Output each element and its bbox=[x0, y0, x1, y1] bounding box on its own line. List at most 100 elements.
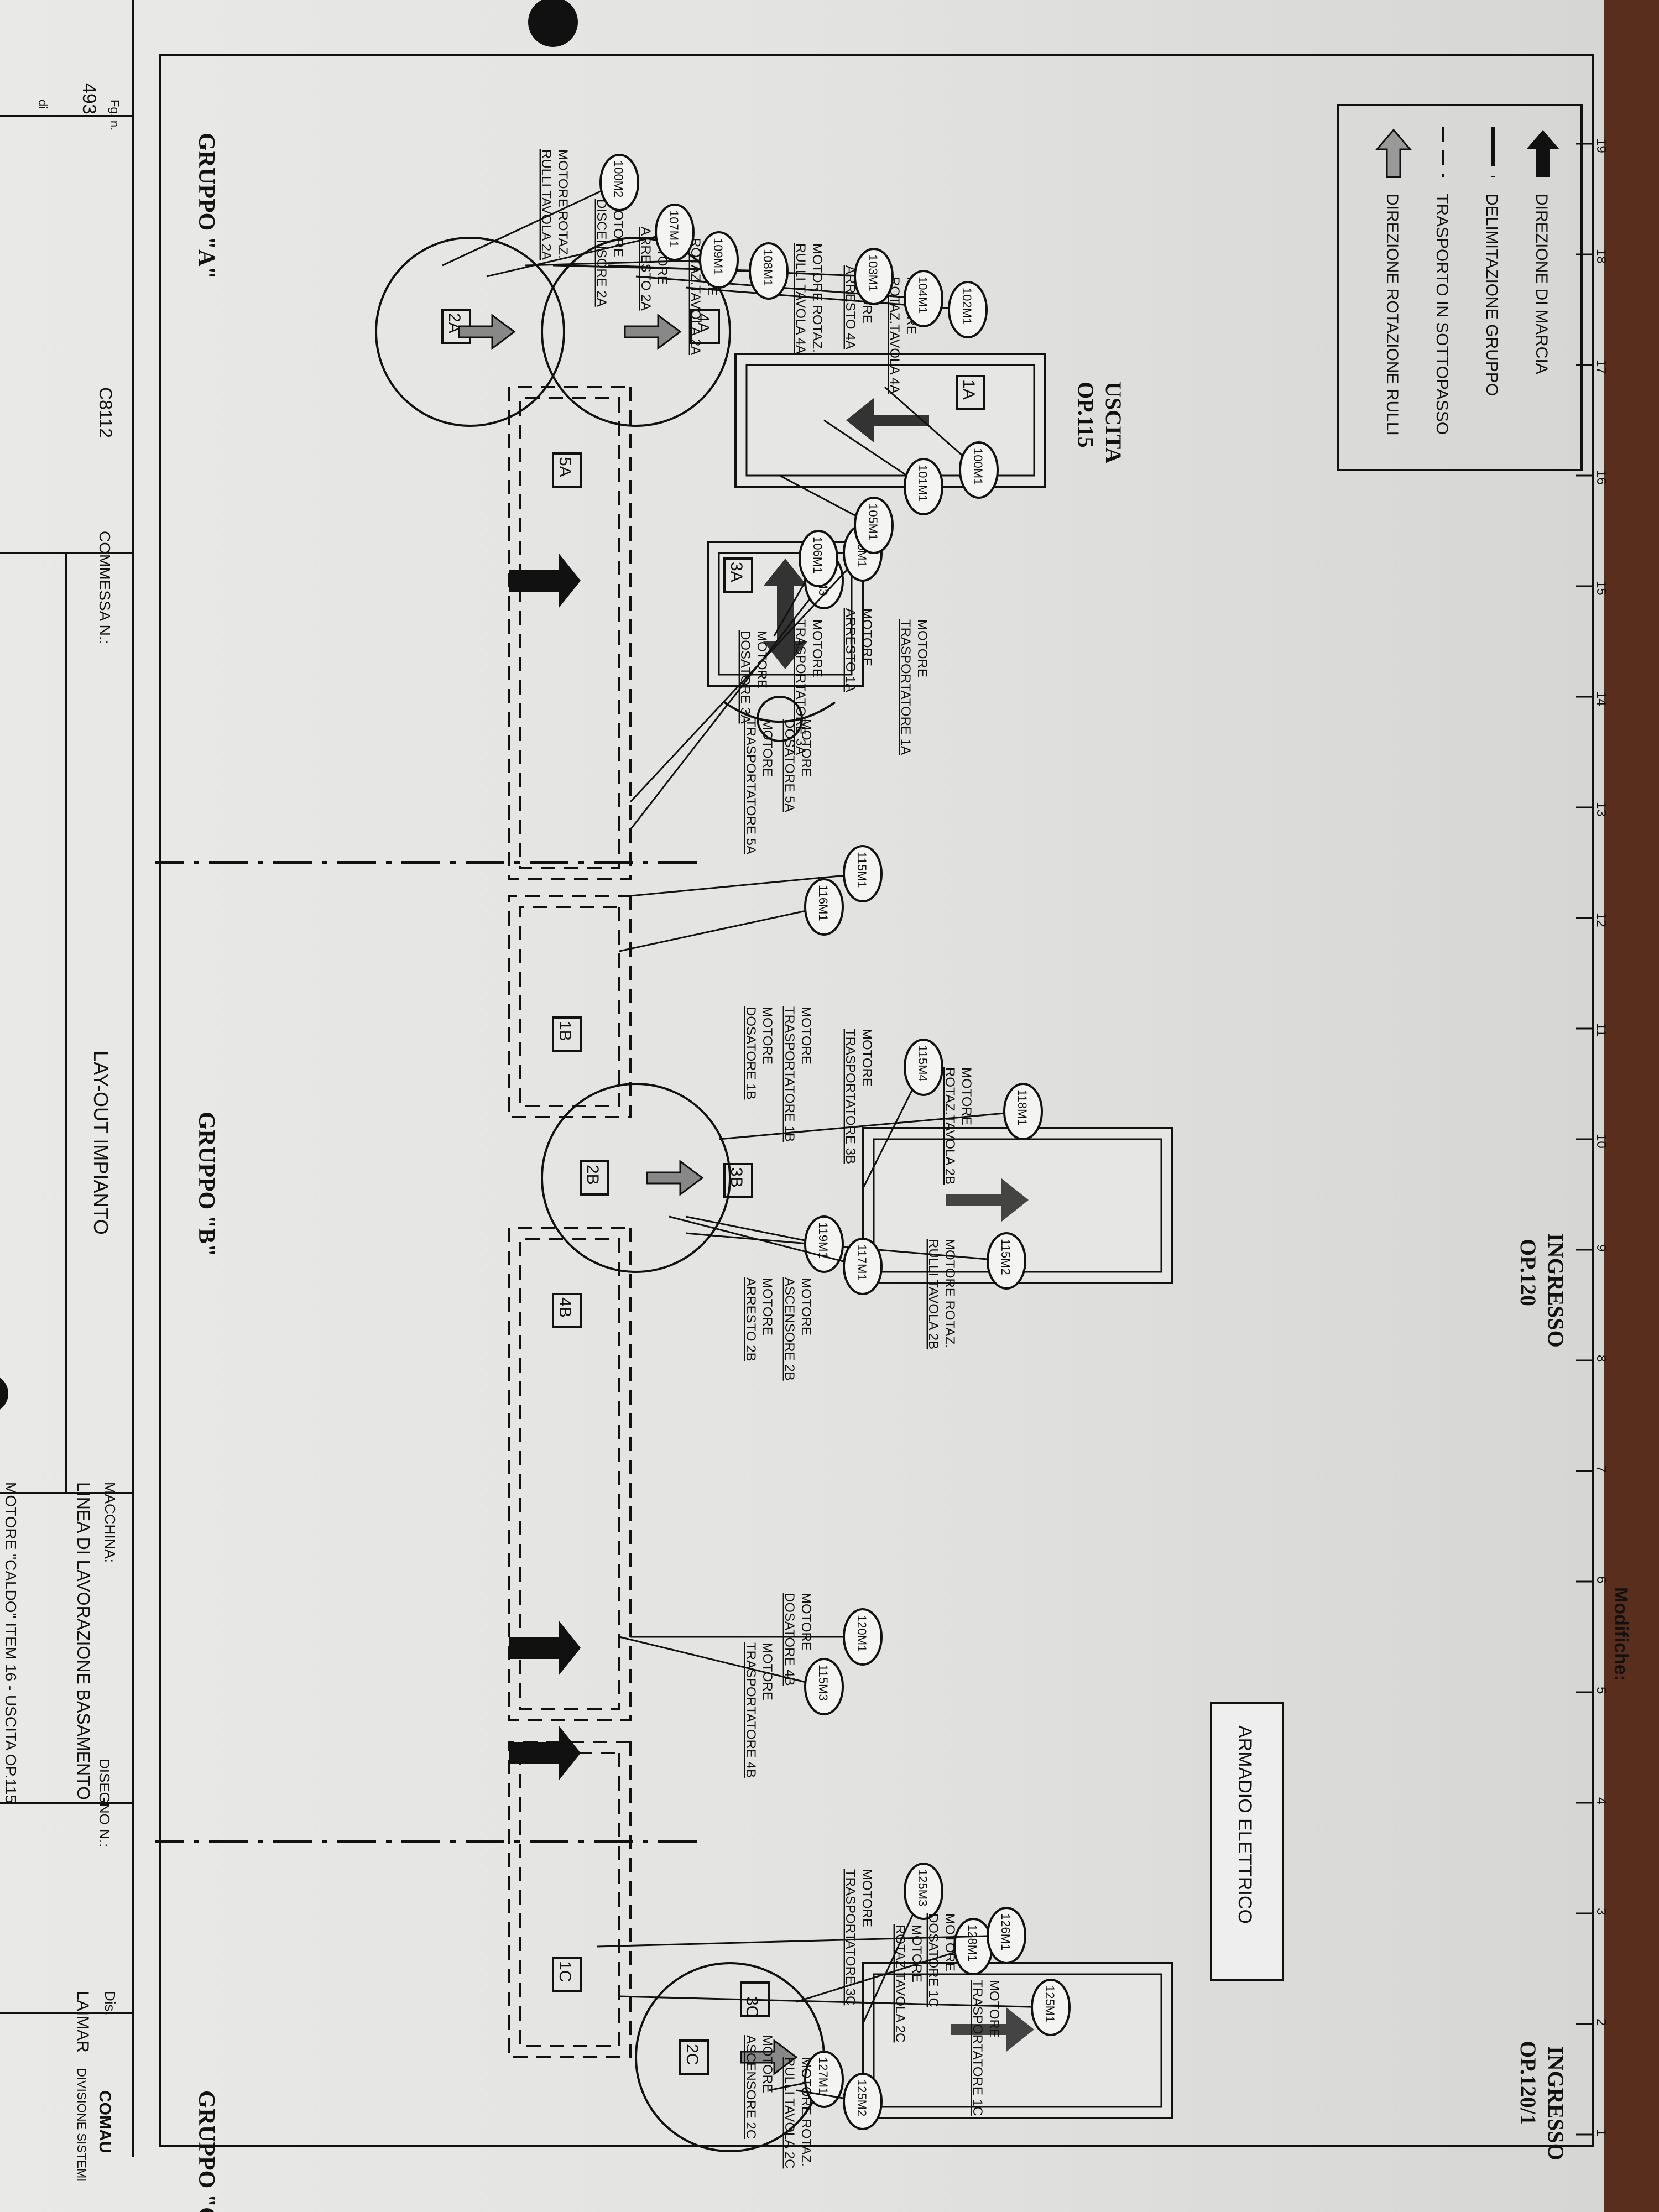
motor-function-label: RULLI TAVOLA 2B bbox=[926, 1239, 941, 1349]
di-label: di bbox=[36, 100, 50, 109]
motor-leader-line bbox=[718, 1110, 1024, 1140]
punch-hole bbox=[528, 0, 578, 47]
motor-function-label: DOSATORE 5A bbox=[782, 719, 797, 812]
hatched-arrow-icon bbox=[1375, 128, 1412, 178]
unit-box bbox=[723, 557, 753, 593]
flow-arrow-icon bbox=[946, 1178, 1029, 1222]
motor-leader-line bbox=[629, 580, 825, 830]
motor-type-label: MOTORE bbox=[909, 1924, 924, 1983]
unit-box bbox=[679, 2039, 709, 2075]
motor-type-label: MOTORE bbox=[799, 1593, 813, 1651]
motor-type-label: MOTORE bbox=[754, 630, 769, 688]
motor-leader-line bbox=[619, 1995, 1051, 2008]
motor-code: 105M1 bbox=[866, 503, 880, 540]
turntable-4a bbox=[541, 237, 731, 427]
underpass-4b bbox=[508, 1227, 632, 1721]
ruler-number: 12 bbox=[1594, 912, 1609, 927]
ruler-number: 4 bbox=[1594, 1797, 1609, 1804]
unit-label: 4B bbox=[556, 1297, 574, 1318]
motor-code: 104M1 bbox=[916, 276, 930, 314]
motor-code: 120M1 bbox=[855, 1615, 869, 1652]
conveyor-1a-inner bbox=[745, 364, 1035, 477]
motor-function-label: DISCENSORE 2A bbox=[594, 199, 609, 307]
motor-symbol bbox=[948, 281, 988, 338]
ruler-number: 7 bbox=[1594, 1465, 1609, 1473]
motor-type-label: MOTORE bbox=[799, 1277, 813, 1335]
bidirectional-arrow-icon bbox=[763, 559, 807, 669]
motor-code: 117M1 bbox=[855, 1244, 869, 1281]
motor-code: 106M1 bbox=[811, 536, 825, 573]
motor-type-label: MOTORE bbox=[915, 619, 930, 677]
motor-symbol bbox=[699, 231, 739, 289]
unit-box bbox=[690, 309, 720, 344]
underpass-1b-inner bbox=[519, 906, 620, 1107]
punch-hole bbox=[0, 1374, 8, 1413]
motor-function-label: TRASPORTATORE 5A bbox=[743, 719, 758, 854]
foglio-label: Fg. n. bbox=[108, 100, 122, 131]
drawing-subtitle: MOTORE "CALDO" ITEM 16 - USCITA OP.115 bbox=[2, 1482, 19, 1803]
unit-label: 4A bbox=[694, 313, 712, 333]
uscita-op115-code: OP.115 bbox=[1073, 382, 1098, 448]
commessa-label: COMMESSA N.: bbox=[96, 531, 113, 644]
motor-symbol bbox=[843, 1238, 883, 1295]
motor-code: 109M1 bbox=[711, 238, 725, 275]
unit-box bbox=[552, 1016, 582, 1052]
ingresso-op120-1-code: OP.120/1 bbox=[1516, 2041, 1541, 2125]
macchina-label: MACCHINA: bbox=[102, 1482, 118, 1563]
flow-arrow-icon bbox=[509, 1620, 581, 1676]
company-division: DIVISIONE SISTEMI bbox=[75, 2068, 88, 2182]
ruler-number: 13 bbox=[1594, 802, 1609, 817]
motor-function-label: DOSATORE 1C bbox=[926, 1913, 941, 2007]
motor-symbol bbox=[904, 270, 943, 327]
ruler-number: 19 bbox=[1594, 138, 1609, 153]
legend-label: DELIMITAZIONE GRUPPO bbox=[1483, 194, 1501, 396]
motor-function-label: TRASPORTATORE 1A bbox=[898, 619, 913, 755]
motor-leader-line bbox=[619, 1636, 825, 1688]
motor-type-label: MOTORE bbox=[760, 719, 775, 777]
shuttle-3a-inner bbox=[718, 552, 853, 676]
motor-leader-line bbox=[619, 906, 825, 952]
flow-arrow-icon bbox=[509, 553, 581, 608]
motor-code: 119M1 bbox=[816, 1222, 830, 1259]
motor-type-label: MOTORE bbox=[859, 1029, 874, 1087]
roller-rotation-icon bbox=[740, 2039, 798, 2075]
disegno-label: DISEGNO N.: bbox=[96, 1759, 113, 1847]
roller-rotation-icon bbox=[624, 314, 682, 350]
turntable-2b bbox=[541, 1083, 731, 1273]
motor-leader-line bbox=[669, 1215, 863, 1267]
motor-code: 128M1 bbox=[966, 1924, 979, 1961]
motor-type-label: MOTORE bbox=[859, 608, 874, 666]
motor-code: 116M1 bbox=[816, 885, 830, 921]
motor-function-label: ROTAZ.TAVOLA 2C bbox=[893, 1924, 907, 2042]
motor-leader-line bbox=[630, 873, 863, 897]
motor-code: 115M2 bbox=[999, 1239, 1013, 1275]
ruler-number: 2 bbox=[1594, 2018, 1609, 2026]
motor-code: 100M2 bbox=[612, 160, 625, 197]
uscita-op115-label: USCITA bbox=[1101, 382, 1126, 463]
motor-symbol bbox=[904, 1039, 943, 1096]
motor-symbol bbox=[904, 458, 943, 515]
motor-function-label: ARRESTO 1A bbox=[843, 608, 858, 692]
motor-leader-line bbox=[486, 231, 675, 278]
motor-type-label: MOTORE bbox=[760, 1642, 775, 1700]
motor-symbol bbox=[749, 242, 789, 300]
unit-box bbox=[580, 1160, 609, 1196]
motor-function-label: TRASPORTATORE 1C bbox=[970, 1980, 985, 2116]
motor-function-label: DOSATORE 3A bbox=[738, 630, 753, 724]
motor-code: 103M1 bbox=[866, 254, 880, 291]
motor-code: 100M1 bbox=[971, 448, 985, 485]
motor-symbol bbox=[959, 441, 999, 499]
motor-symbol bbox=[904, 1863, 943, 1920]
motor-type-label: MOTORE bbox=[942, 1913, 957, 1971]
ruler-number: 1 bbox=[1594, 2129, 1609, 2136]
motor-type-label: MOTORE ROTAZ. bbox=[799, 2057, 813, 2167]
legend-label: DIREZIONE DI MARCIA bbox=[1532, 194, 1551, 374]
foglio-value: 493 bbox=[79, 83, 100, 114]
ruler-number: 8 bbox=[1594, 1355, 1609, 1362]
legend-label: TRASPORTO IN SOTTOPASSO bbox=[1433, 194, 1451, 435]
flow-arrow-icon bbox=[846, 398, 929, 442]
unit-label: 1C bbox=[556, 1961, 574, 1982]
unit-label: 5A bbox=[556, 457, 574, 477]
motor-code: 125M3 bbox=[916, 1869, 930, 1906]
motor-symbol bbox=[799, 530, 838, 587]
